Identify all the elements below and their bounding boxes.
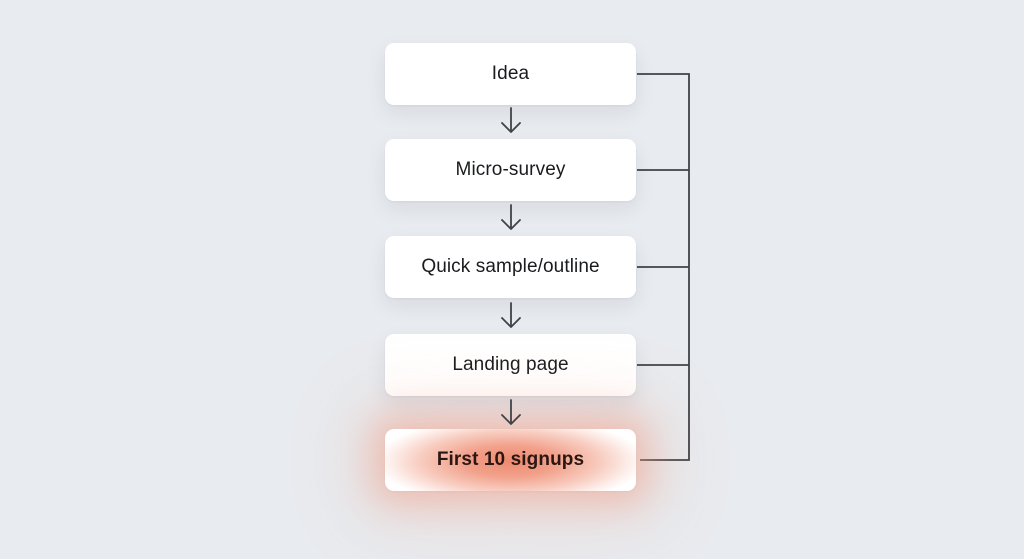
arrow-down-icon [501, 204, 521, 230]
flow-node-landing-page: Landing page [385, 334, 636, 396]
flow-node-first-10-signups: First 10 signups [385, 429, 636, 491]
flow-node-micro-survey: Micro-survey [385, 139, 636, 201]
arrow-down-icon [501, 107, 521, 133]
flow-node-idea: Idea [385, 43, 636, 105]
arrow-down-icon [501, 302, 521, 328]
flow-node-quick-sample-outline: Quick sample/outline [385, 236, 636, 298]
arrow-down-icon [501, 399, 521, 425]
